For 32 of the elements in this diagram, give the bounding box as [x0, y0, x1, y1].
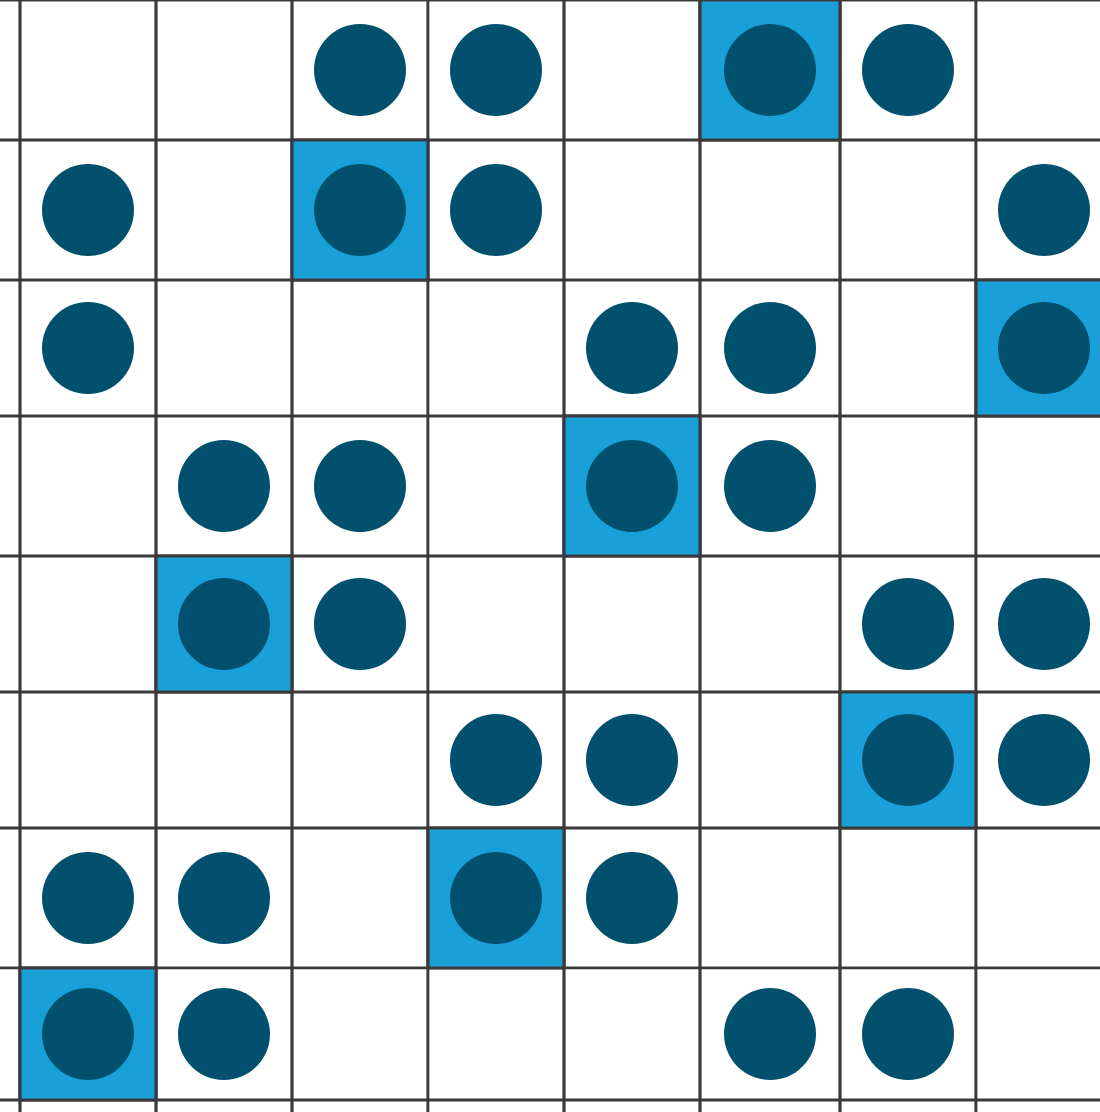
dot: [724, 988, 816, 1080]
dot: [178, 852, 270, 944]
dot: [42, 302, 134, 394]
dot: [862, 24, 954, 116]
dot: [314, 578, 406, 670]
dot: [586, 714, 678, 806]
dot: [998, 302, 1090, 394]
dot: [724, 440, 816, 532]
dot: [450, 164, 542, 256]
dot: [998, 714, 1090, 806]
dot: [586, 440, 678, 532]
dot: [450, 714, 542, 806]
dot: [314, 164, 406, 256]
dot: [178, 440, 270, 532]
dot: [450, 852, 542, 944]
dot: [586, 852, 678, 944]
dot: [314, 440, 406, 532]
dot: [998, 164, 1090, 256]
dot: [862, 578, 954, 670]
dot: [42, 988, 134, 1080]
dot: [42, 852, 134, 944]
dot: [586, 302, 678, 394]
dot: [862, 988, 954, 1080]
dot: [178, 578, 270, 670]
dot: [178, 988, 270, 1080]
dot: [314, 24, 406, 116]
dot: [862, 714, 954, 806]
dot: [42, 164, 134, 256]
dot: [724, 24, 816, 116]
dot: [724, 302, 816, 394]
dot: [450, 24, 542, 116]
dot: [998, 578, 1090, 670]
